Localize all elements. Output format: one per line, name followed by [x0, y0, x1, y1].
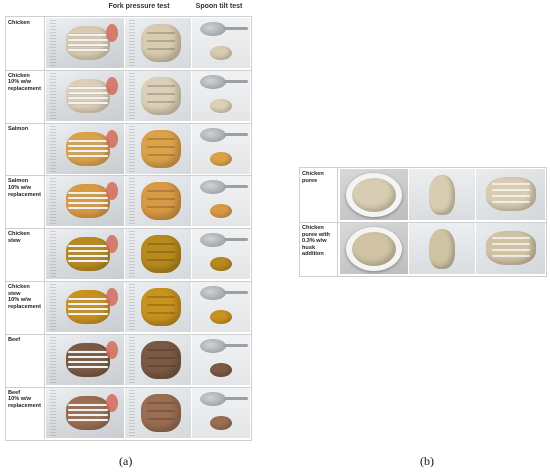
- panel-a-row: Chicken: [6, 17, 251, 71]
- row-label: Chicken puree: [300, 168, 338, 222]
- fork-pressure-test-header: Fork pressure test: [108, 3, 170, 10]
- panel-a-row: Salmon: [6, 122, 251, 177]
- panel-a-row: Salmon 10% w/w replacement: [6, 175, 251, 230]
- row-label: Beef: [6, 333, 45, 387]
- fork-pressure-photo: [46, 123, 124, 174]
- spoon-icon: [200, 338, 226, 353]
- spoon-icon: [200, 127, 226, 142]
- spoon-icon: [200, 286, 226, 300]
- fork-imprint-photo: [125, 387, 191, 438]
- row-label: Salmon 10% w/w replacement: [6, 175, 45, 229]
- panel-a-row: Chicken 10% w/w replacement: [6, 69, 251, 124]
- spoon-icon: [200, 391, 226, 406]
- caption-b: (b): [420, 454, 434, 468]
- spoon-tilt-test-header: Spoon tilt test: [195, 3, 243, 10]
- row-label: Chicken 10% w/w replacement: [6, 69, 45, 123]
- caption-a: (a): [119, 454, 133, 468]
- fork-pressure-photo: [46, 176, 124, 227]
- spoon-tilt-photo: [192, 229, 250, 280]
- fork-imprint-photo: [125, 18, 191, 68]
- row-label: Salmon: [6, 122, 45, 176]
- row-label: Chicken puree with 0.3% w/w husk additio…: [300, 222, 338, 276]
- row-label: Chicken stew: [6, 228, 45, 281]
- panel-a-row: Beef 10% w/w replacement: [6, 386, 251, 440]
- fork-imprint-photo: [125, 282, 191, 332]
- panel-a-row: Beef: [6, 333, 251, 388]
- fork-imprint-photo: [125, 70, 191, 121]
- fork-imprint-photo: [125, 334, 191, 385]
- puree-mound-photo: [409, 223, 475, 274]
- spoon-tilt-photo: [192, 18, 250, 68]
- spoon-tilt-photo: [192, 282, 250, 332]
- fork-pressure-photo: [46, 282, 124, 332]
- fork-pressure-photo: [46, 229, 124, 280]
- spoon-icon: [200, 180, 226, 195]
- fork-pressure-photo: [46, 387, 124, 438]
- fork-pressure-photo: [46, 70, 124, 121]
- panel-b-row: Chicken puree: [300, 168, 546, 223]
- row-label: Beef 10% w/w replacement: [6, 386, 45, 440]
- row-label: Chicken: [6, 17, 45, 70]
- spoon-icon: [200, 22, 226, 36]
- spoon-tilt-photo: [192, 334, 250, 385]
- fork-pressure-photo: [46, 334, 124, 385]
- puree-fork-imprint-photo: [476, 223, 545, 274]
- fork-pressure-photo: [46, 18, 124, 68]
- spoon-tilt-photo: [192, 123, 250, 174]
- panel-b-row: Chicken puree with 0.3% w/w husk additio…: [300, 222, 546, 276]
- spoon-tilt-photo: [192, 387, 250, 438]
- row-label: Chicken stew 10% w/w replacement: [6, 281, 45, 334]
- puree-fork-imprint-photo: [476, 169, 545, 220]
- fork-imprint-photo: [125, 229, 191, 280]
- puree-mound-photo: [409, 169, 475, 220]
- spoon-icon: [200, 233, 226, 248]
- spoon-tilt-photo: [192, 70, 250, 121]
- fork-imprint-photo: [125, 123, 191, 174]
- fork-imprint-photo: [125, 176, 191, 227]
- puree-bowl-photo: [340, 169, 408, 220]
- panel-a-row: Chicken stew 10% w/w replacement: [6, 281, 251, 335]
- spoon-tilt-photo: [192, 176, 250, 227]
- puree-bowl-photo: [340, 223, 408, 274]
- panel-a-row: Chicken stew: [6, 228, 251, 282]
- spoon-icon: [200, 74, 226, 89]
